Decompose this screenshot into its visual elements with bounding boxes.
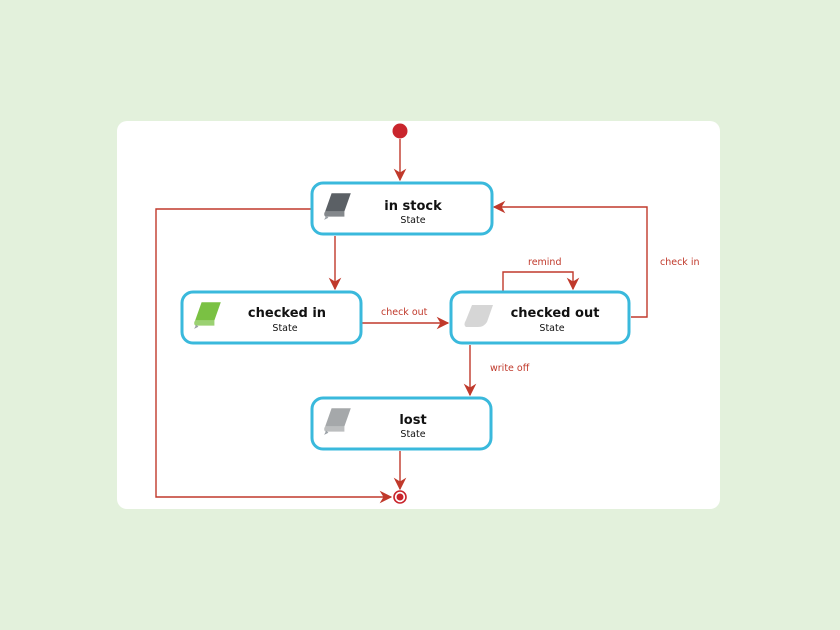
state-lost[interactable]: lost State — [310, 396, 493, 451]
label-check-in: check in — [660, 257, 700, 268]
state-subtitle: State — [539, 323, 564, 334]
state-subtitle: State — [272, 323, 297, 334]
state-subtitle: State — [400, 215, 425, 226]
label-remind: remind — [528, 257, 562, 268]
label-write-off: write off — [490, 363, 530, 374]
state-title: lost — [399, 413, 426, 428]
edge-remind — [502, 271, 580, 291]
edge-in-stock-to-end — [155, 208, 393, 504]
label-check-out: check out — [381, 307, 428, 318]
state-in-stock[interactable]: in stock State — [310, 181, 494, 236]
state-title: checked out — [511, 306, 600, 321]
final-state — [393, 490, 407, 504]
state-title: in stock — [384, 199, 442, 214]
state-checked-out[interactable]: checked out State — [449, 290, 631, 345]
state-title: checked in — [248, 306, 326, 321]
state-checked-in[interactable]: checked in State — [180, 290, 363, 345]
initial-state — [392, 123, 408, 139]
edge-check-in — [492, 200, 648, 318]
book-outline-icon — [464, 305, 493, 327]
state-subtitle: State — [400, 429, 425, 440]
